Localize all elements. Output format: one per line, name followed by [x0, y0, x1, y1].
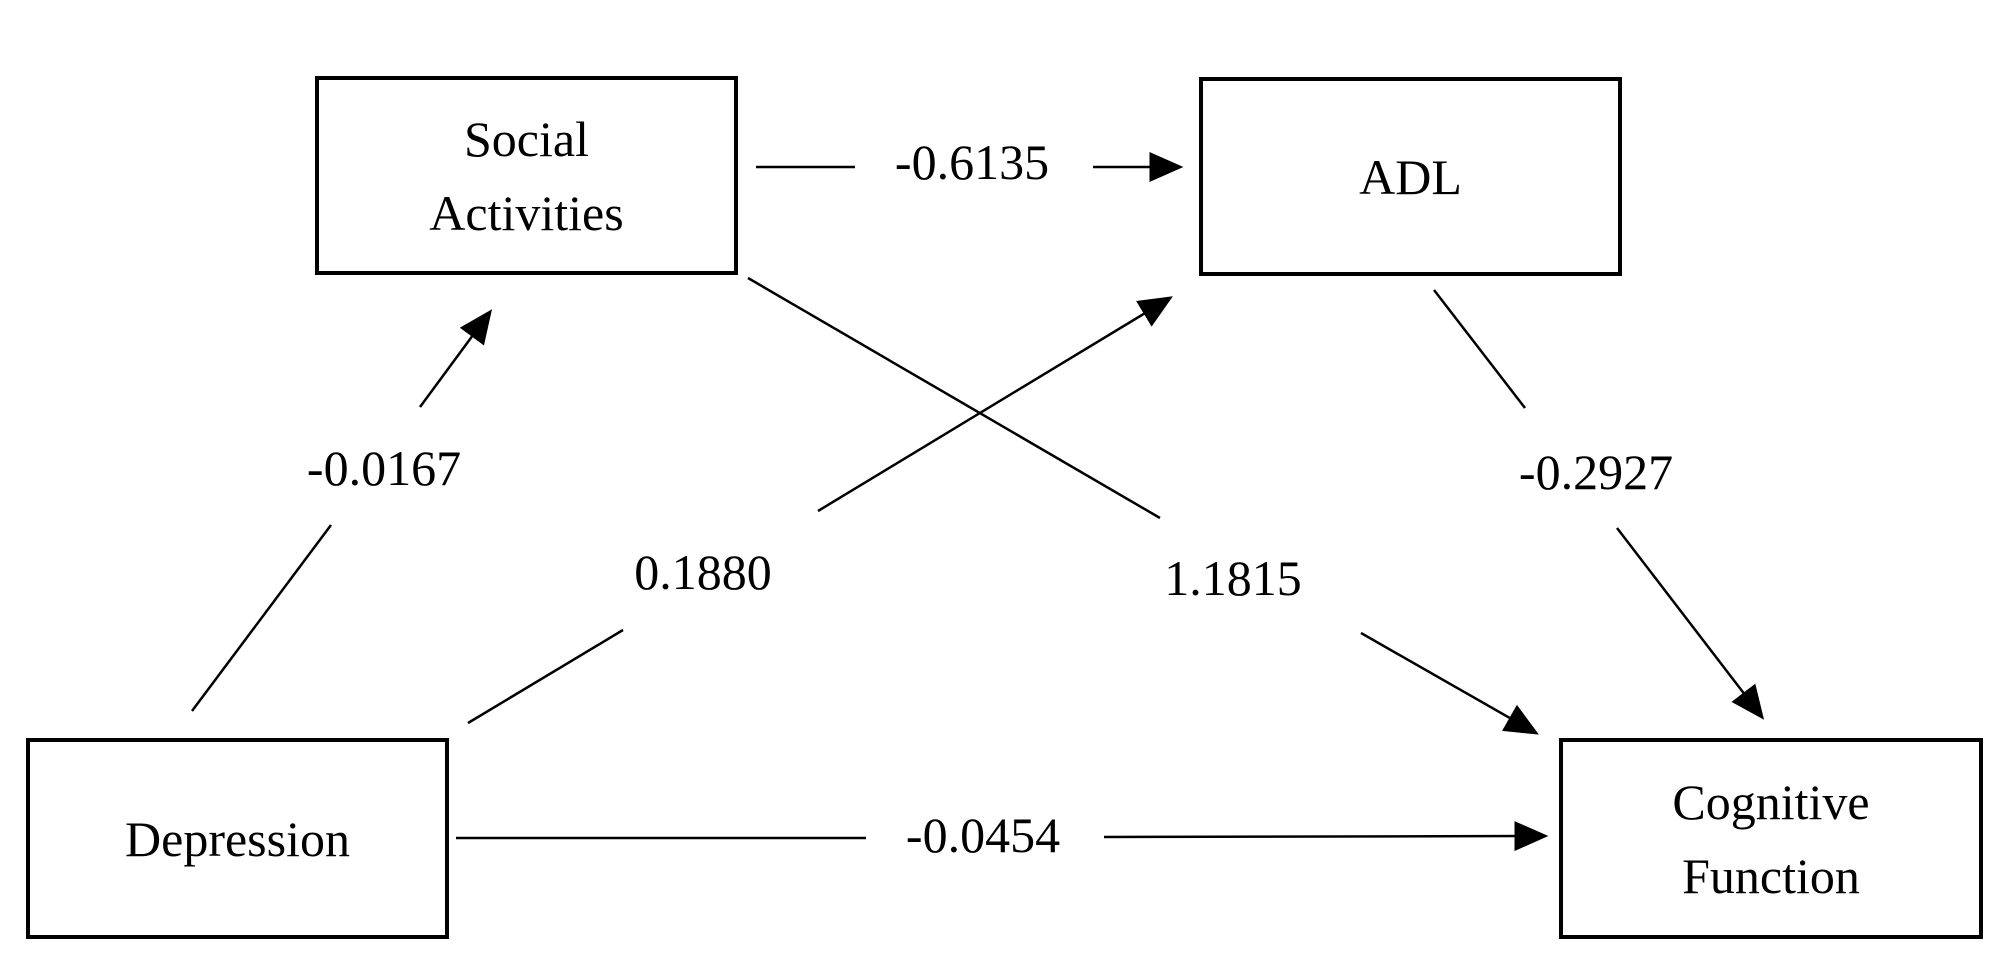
- node-depression-label: Depression: [125, 810, 350, 867]
- node-social-activities-line1: Social: [464, 110, 589, 167]
- coef-adl-to-cognitive: -0.2927: [1518, 444, 1674, 500]
- edge-social-to-cognitive: [747, 276, 1539, 735]
- node-depression: Depression: [26, 738, 449, 939]
- coef-social-to-adl: -0.6135: [894, 134, 1050, 190]
- coef-depression-to-cognitive: -0.0454: [905, 807, 1061, 863]
- edge-adl-to-cognitive: [1433, 289, 1765, 720]
- node-cognitive-function-line1: Cognitive: [1672, 773, 1870, 830]
- node-social-activities: Social Activities: [315, 76, 738, 275]
- coef-depression-to-adl: 0.1880: [634, 544, 772, 600]
- edge-depression-to-social: [190, 309, 493, 712]
- node-adl: ADL: [1199, 77, 1622, 276]
- edge-depression-to-cognitive: [456, 821, 1549, 852]
- node-social-activities-line2: Activities: [429, 184, 624, 241]
- edge-depression-to-adl: [467, 296, 1173, 725]
- node-cognitive-function: Cognitive Function: [1559, 738, 1983, 939]
- node-adl-label: ADL: [1359, 148, 1462, 205]
- coef-social-to-cognitive: 1.1815: [1164, 550, 1302, 606]
- node-cognitive-function-line2: Function: [1682, 847, 1860, 904]
- coef-depression-to-social: -0.0167: [306, 440, 462, 496]
